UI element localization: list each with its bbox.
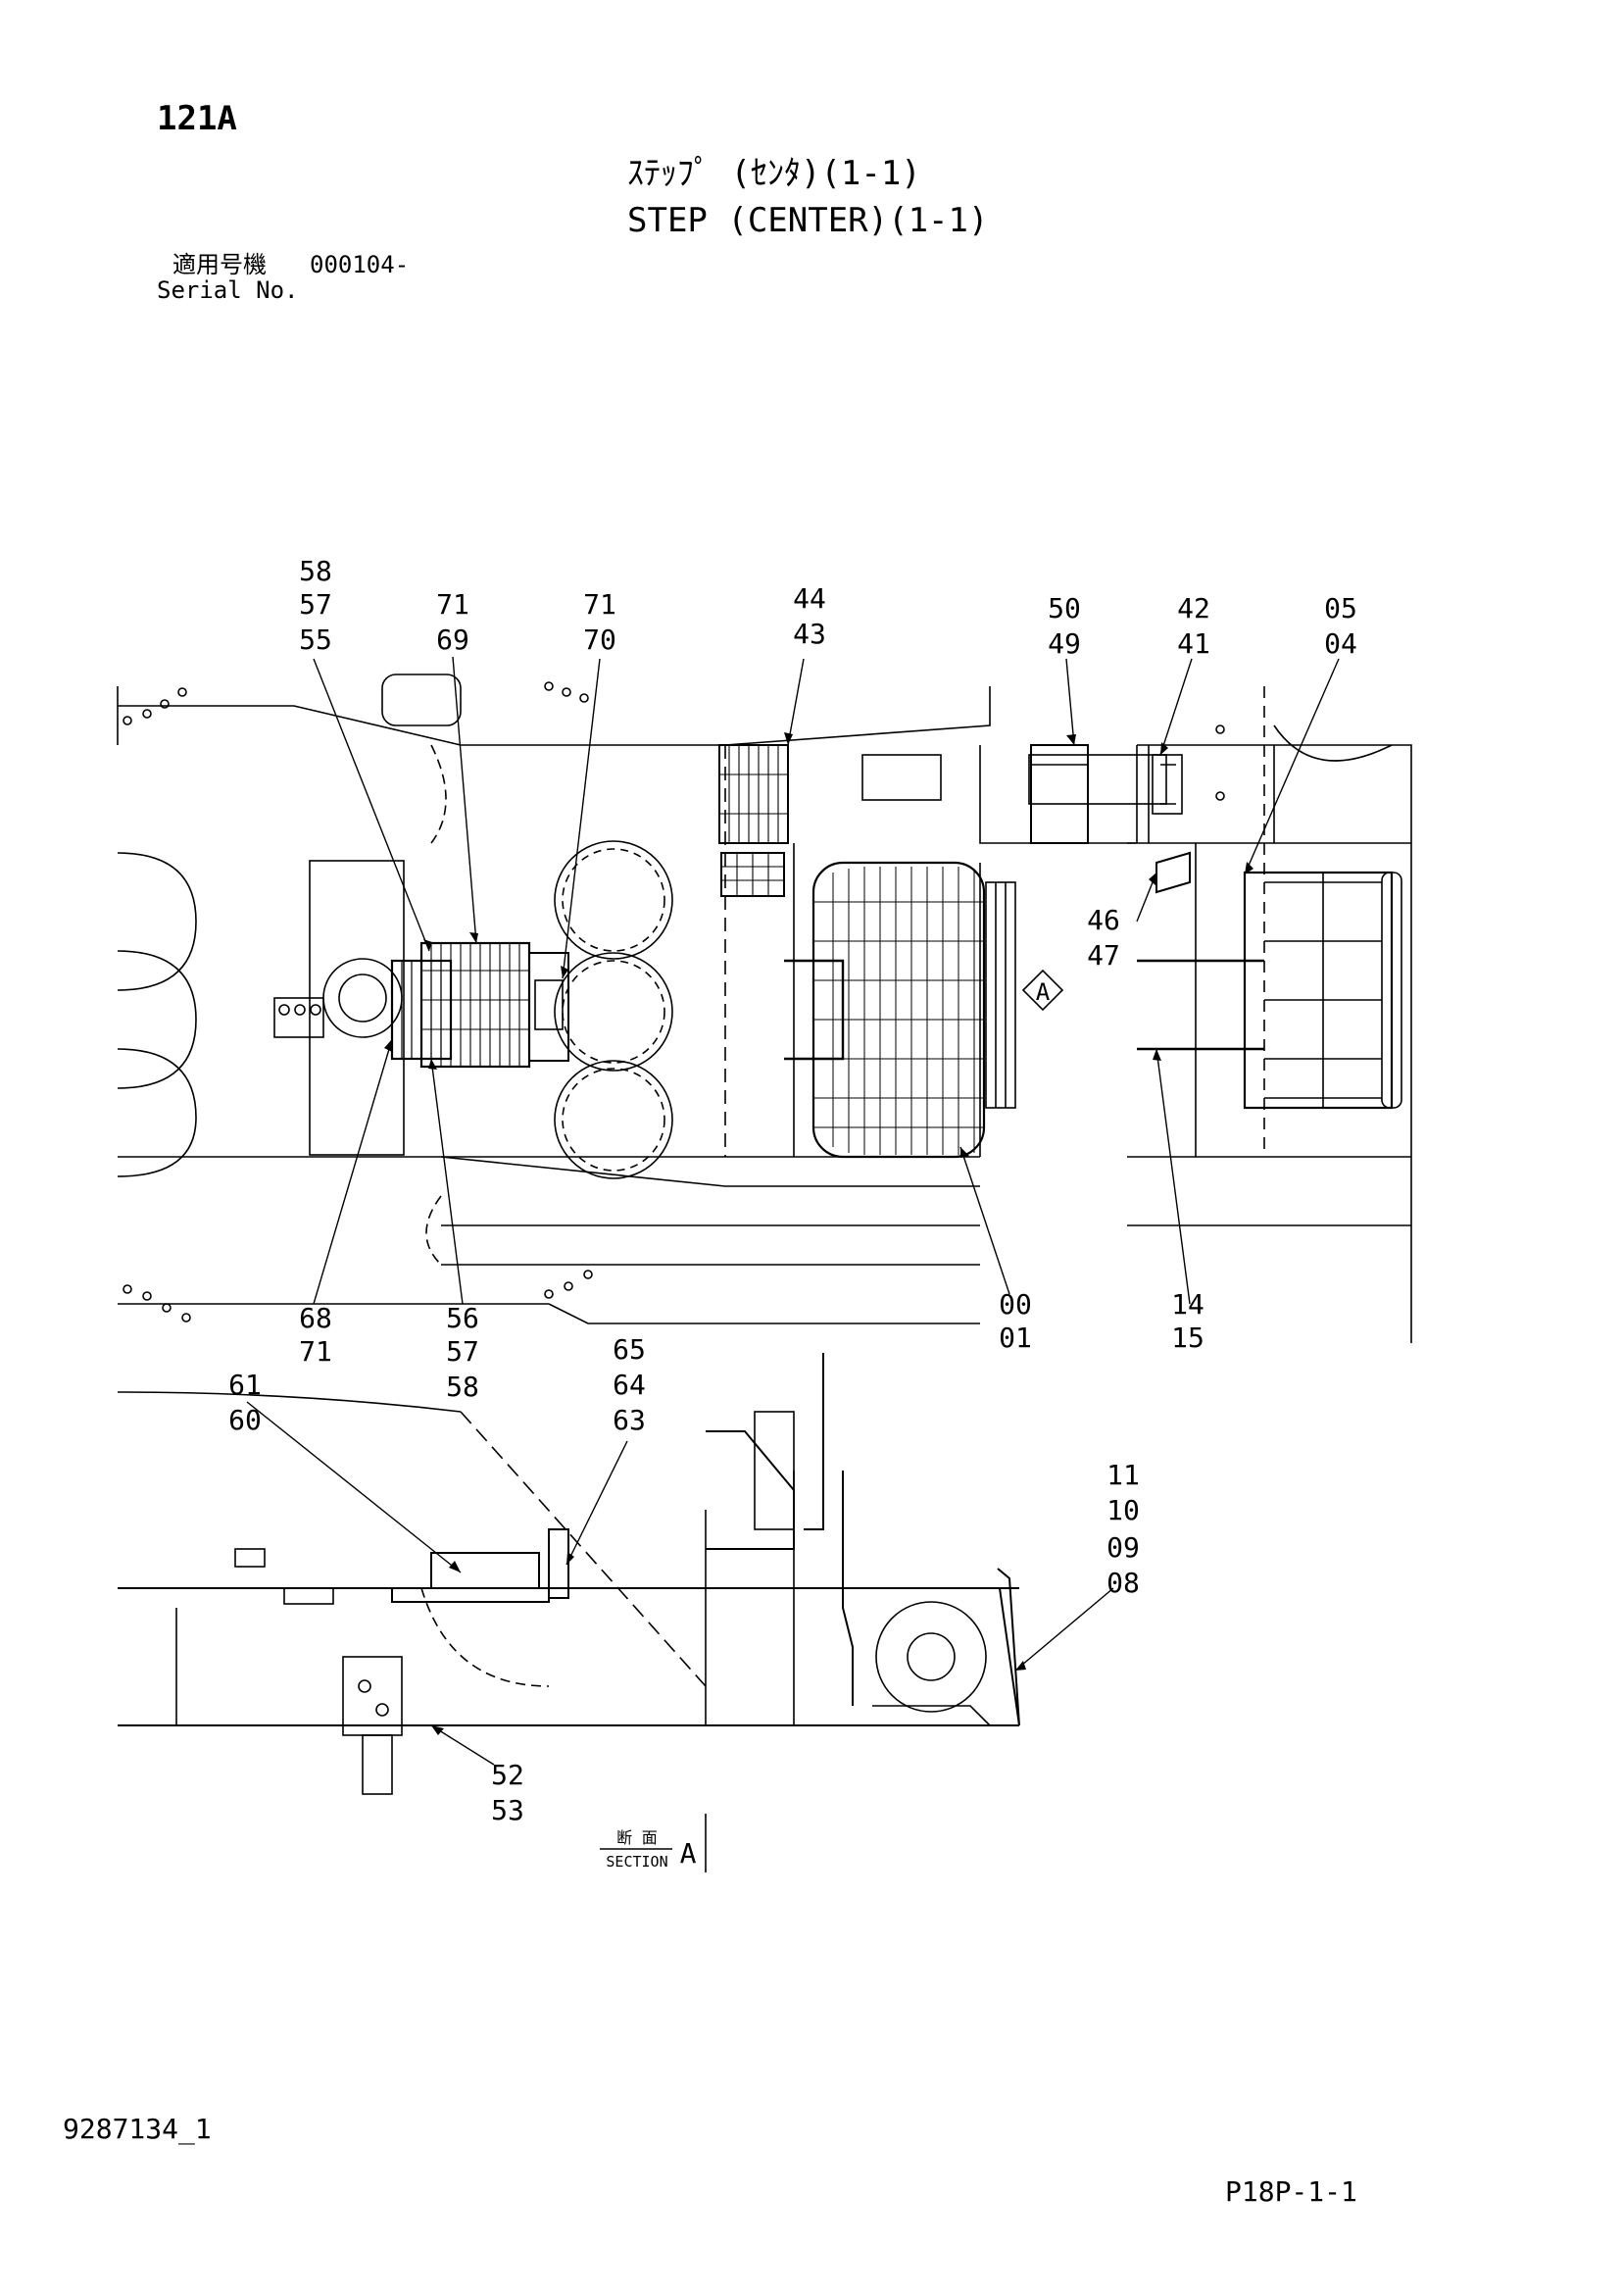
callout-05: 05: [1324, 592, 1357, 624]
callout-47: 47: [1087, 939, 1120, 972]
callout-08: 08: [1106, 1567, 1140, 1599]
callout-68: 68: [299, 1302, 332, 1334]
callout-14: 14: [1171, 1288, 1204, 1321]
callout-10: 10: [1106, 1494, 1140, 1526]
callout-57b: 57: [446, 1335, 479, 1368]
callout-43: 43: [793, 618, 826, 650]
serial-value: 000104-: [310, 251, 410, 278]
section-a-view: [117, 1353, 1020, 1872]
leader-arrowheads: [384, 732, 1253, 1735]
callout-15: 15: [1171, 1322, 1204, 1354]
title-en: STEP (CENTER)(1-1): [627, 201, 989, 240]
callout-64: 64: [613, 1369, 646, 1401]
callout-44: 44: [793, 582, 826, 615]
callout-69: 69: [436, 624, 469, 656]
page-code: 121A: [157, 99, 237, 138]
callout-04: 04: [1324, 627, 1357, 660]
serial-label-en: Serial No.: [157, 276, 299, 304]
callout-labels: 58 57 55 71 69 71 70 44 43 50 49 42 41 0…: [228, 555, 1357, 1826]
callout-55: 55: [299, 624, 332, 656]
callout-53: 53: [491, 1794, 524, 1826]
section-letter: A: [680, 1837, 697, 1870]
serial-label-jp: 適用号機: [172, 251, 267, 278]
callout-71b: 71: [583, 588, 616, 621]
callout-00: 00: [999, 1288, 1032, 1321]
callout-01: 01: [999, 1322, 1032, 1354]
callout-71a: 71: [436, 588, 469, 621]
callout-49: 49: [1048, 627, 1081, 660]
callout-60: 60: [228, 1404, 262, 1436]
callout-57: 57: [299, 588, 332, 621]
callout-41: 41: [1177, 627, 1210, 660]
callout-46: 46: [1087, 904, 1120, 936]
callout-65: 65: [613, 1333, 646, 1366]
section-label-en: SECTION: [606, 1853, 667, 1871]
callout-70: 70: [583, 624, 616, 656]
callout-63: 63: [613, 1404, 646, 1436]
callout-52: 52: [491, 1759, 524, 1791]
leader-lines: [246, 656, 1340, 1766]
callout-61: 61: [228, 1369, 262, 1401]
section-label-jp: 断 面: [616, 1828, 658, 1847]
callout-71c: 71: [299, 1335, 332, 1368]
view-marker-a: A: [1036, 978, 1051, 1006]
title-jp: ｽﾃｯﾌﾟ (ｾﾝﾀ)(1-1): [627, 154, 921, 193]
page-ref: P18P-1-1: [1225, 2175, 1357, 2208]
callout-58: 58: [299, 555, 332, 587]
callout-56: 56: [446, 1302, 479, 1334]
callout-42: 42: [1177, 592, 1210, 624]
callout-11: 11: [1106, 1459, 1140, 1491]
drawing-number: 9287134_1: [63, 2113, 212, 2145]
plan-view: [117, 674, 1412, 1343]
callout-58b: 58: [446, 1371, 479, 1403]
callout-50: 50: [1048, 592, 1081, 624]
callout-09: 09: [1106, 1531, 1140, 1564]
